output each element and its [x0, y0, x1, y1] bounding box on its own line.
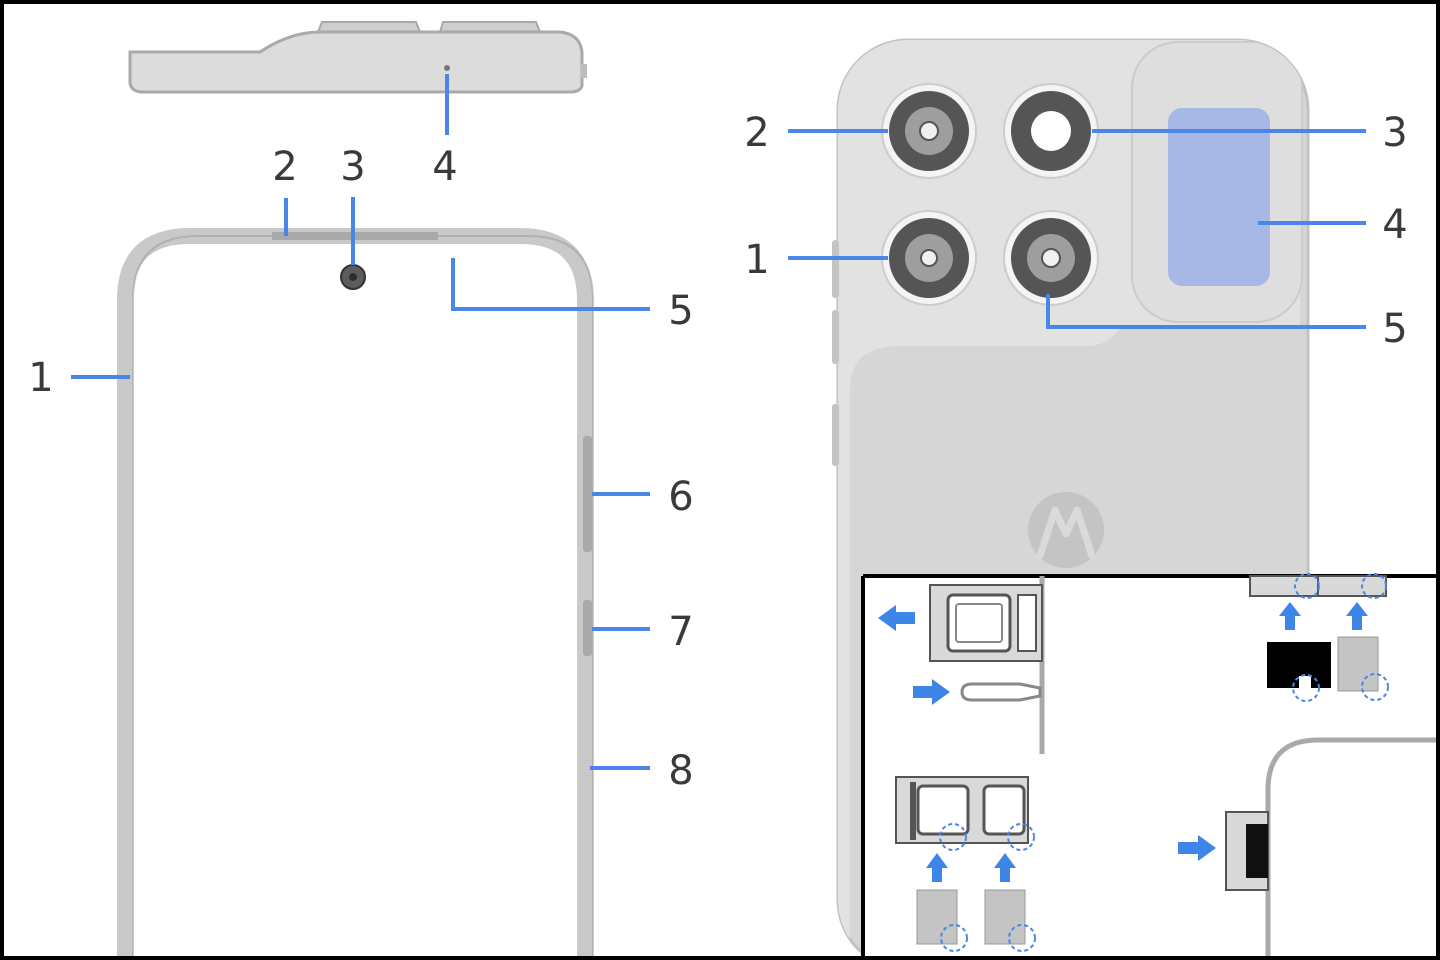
arrow-up-icon [926, 853, 948, 882]
front-camera-lens [349, 273, 357, 281]
arrow-up-icon [994, 853, 1016, 882]
callout-label: 3 [340, 144, 365, 190]
edge-nub [581, 64, 587, 78]
tray-slot-inner [955, 603, 1003, 643]
rear-camera-1 [881, 210, 977, 306]
callout-label: 5 [1382, 306, 1407, 352]
flash-window [1168, 108, 1270, 286]
leader-line [1046, 294, 1366, 329]
tray-slot [916, 784, 970, 836]
eject-pin [960, 682, 1042, 702]
rear-side-button [832, 310, 839, 364]
rear-camera-5 [1003, 210, 1099, 306]
arrow-up-icon [1279, 602, 1301, 630]
sim-tray-inset [861, 573, 1440, 960]
callout-label: 6 [668, 474, 693, 520]
step-reinsert-tray [1178, 737, 1440, 960]
tray-slot [982, 784, 1026, 836]
sim-card [1337, 636, 1379, 692]
notch-guide-circle [1361, 673, 1389, 701]
step-eject-tray [878, 576, 1045, 754]
phone-top-edge [128, 30, 584, 94]
step-load-tray [895, 776, 1036, 952]
motorola-logo-icon [1028, 492, 1104, 568]
phone-front-outline [117, 228, 593, 960]
callout-label: 3 [1382, 110, 1407, 156]
front-view: 1 2 3 4 5 6 7 8 [28, 21, 694, 960]
notch-guide-circle [1292, 674, 1320, 702]
arrow-right-icon [1178, 835, 1216, 861]
callout-label: 8 [668, 748, 693, 794]
notch-guide-circle [1294, 573, 1320, 599]
phone-corner-outline [1265, 737, 1440, 960]
tray-slot [946, 593, 1012, 653]
arrow-up-icon [1346, 602, 1368, 630]
tray-card [1246, 824, 1268, 878]
notch-guide-circle [1007, 823, 1035, 851]
rear-camera-2 [881, 83, 977, 179]
sim-card [984, 889, 1026, 945]
notch-guide-circle [1008, 924, 1036, 952]
callout-label: 2 [272, 144, 297, 190]
volume-button [583, 436, 592, 552]
power-button [583, 600, 592, 656]
leader-line [451, 258, 650, 311]
notch-guide-circle [1361, 573, 1387, 599]
arrow-left-icon [878, 605, 915, 631]
callout-label: 1 [744, 237, 769, 283]
callout-label: 1 [28, 355, 53, 401]
callout-label: 2 [744, 110, 769, 156]
notch-guide-circle [940, 924, 968, 952]
callout-label: 7 [668, 609, 693, 655]
sim-card [916, 889, 958, 945]
step-insert-cards [1249, 573, 1389, 702]
arrow-right-icon [913, 679, 950, 705]
notch-guide-circle [939, 823, 967, 851]
callout-label: 4 [1382, 202, 1407, 248]
card-notch [1299, 676, 1311, 688]
phone-front-inner-edge [132, 235, 594, 960]
rear-side-button [832, 404, 839, 466]
top-mic-hole [444, 65, 450, 71]
tray-slot-2 [1017, 594, 1037, 652]
callout-label: 4 [432, 144, 457, 190]
rear-side-button [832, 240, 839, 298]
top-edge-view [128, 21, 587, 135]
callout-label: 5 [668, 288, 693, 334]
rear-camera-3 [1003, 83, 1099, 179]
tray-lip [910, 782, 916, 840]
